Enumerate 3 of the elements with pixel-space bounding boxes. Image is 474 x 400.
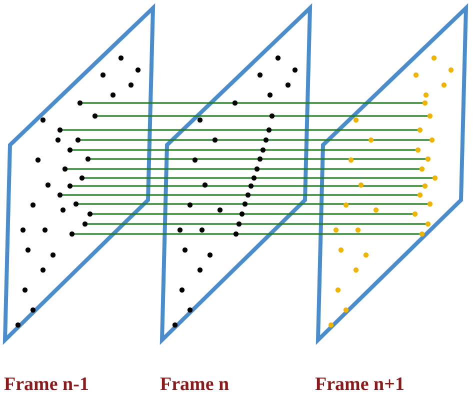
- frame-label: Frame n-1: [4, 374, 89, 396]
- frame-label: Frame n: [160, 374, 230, 396]
- frame-label: Frame n+1: [315, 374, 404, 396]
